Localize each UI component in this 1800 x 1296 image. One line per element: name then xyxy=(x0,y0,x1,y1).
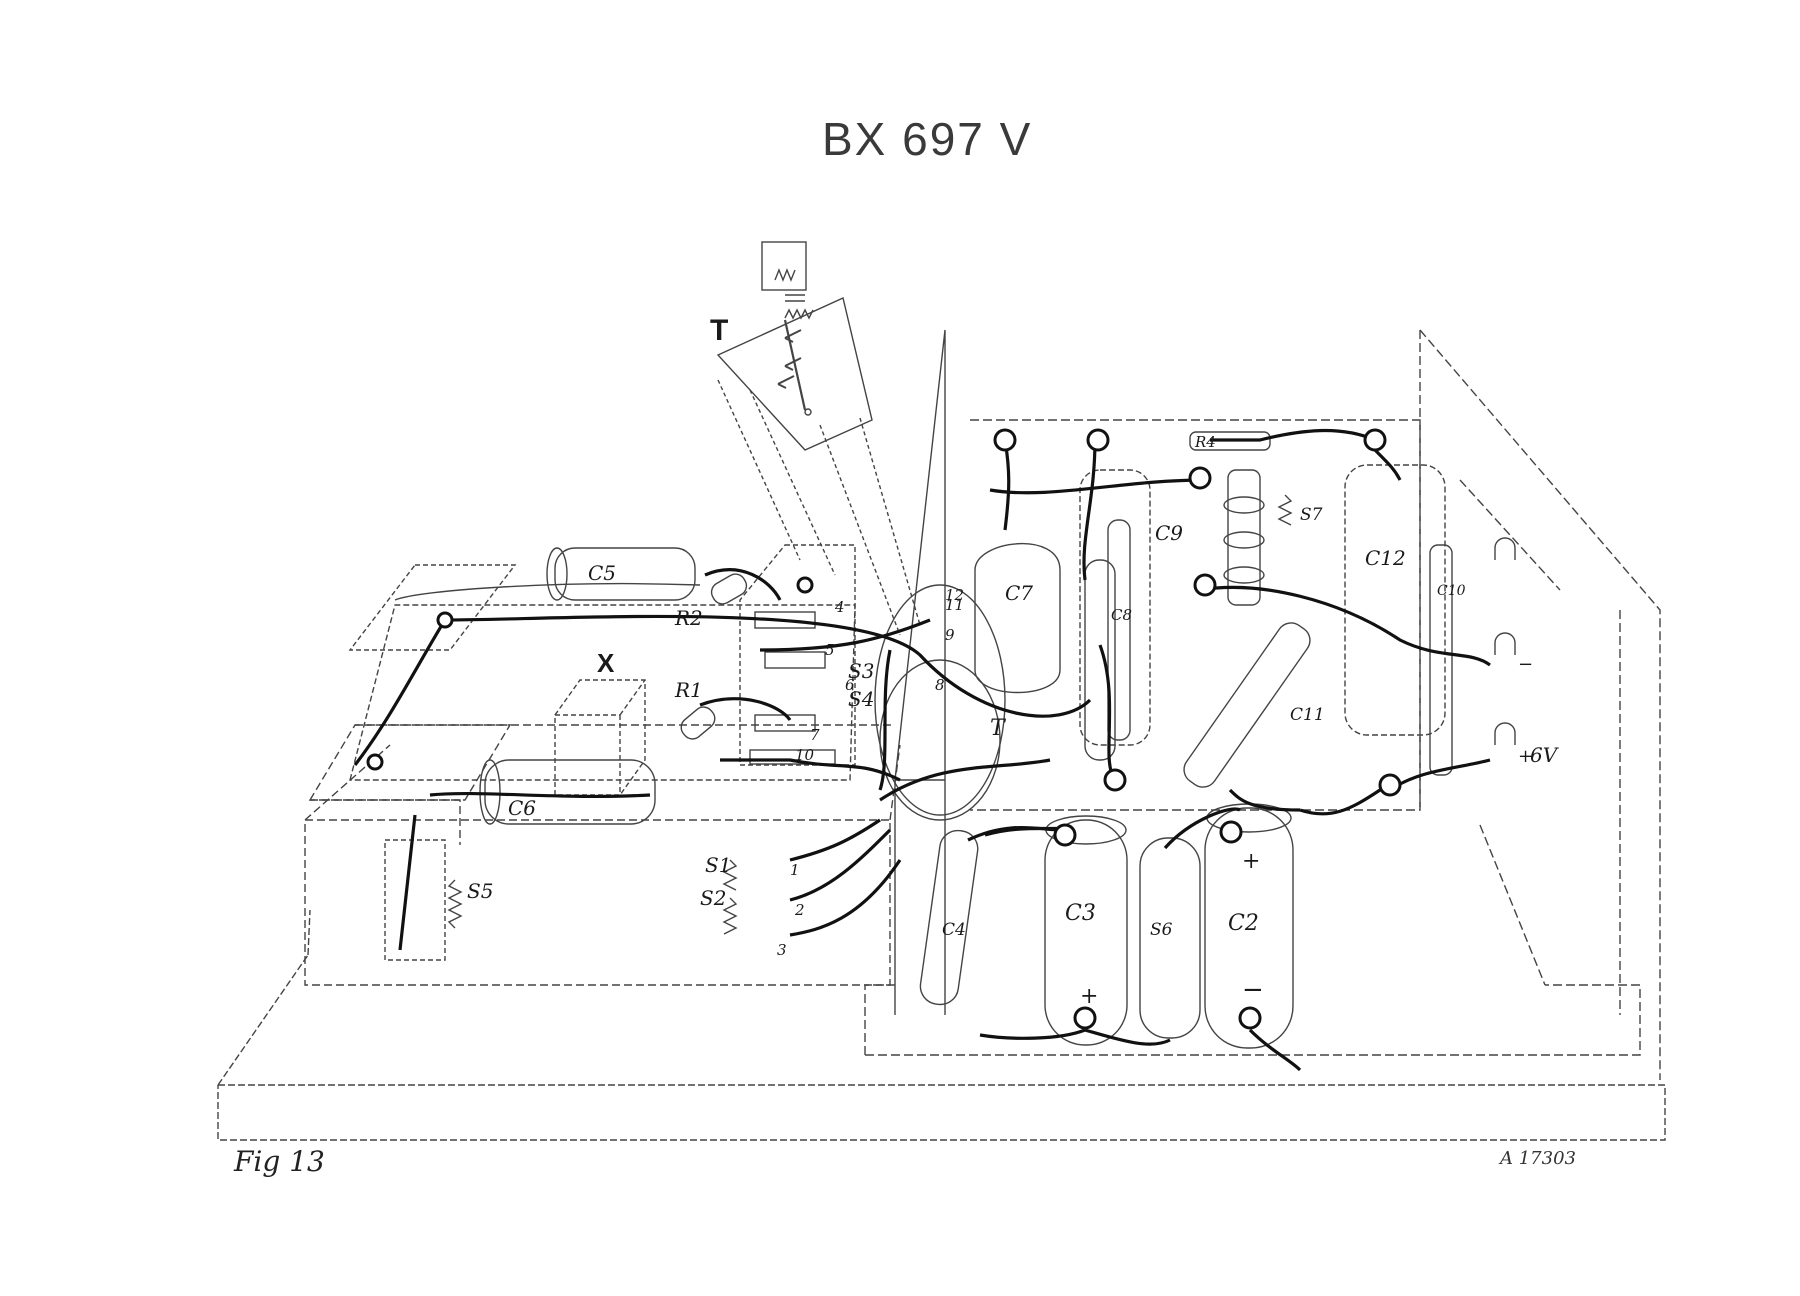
label-s5: S5 xyxy=(467,879,493,903)
terminal-number: 4 xyxy=(834,598,845,616)
terminal-number: 6 xyxy=(845,676,855,694)
label-c2: C2 xyxy=(1228,911,1259,936)
terminal-number: 5 xyxy=(825,641,835,659)
terminal-number: 2 xyxy=(794,901,805,919)
label-s1: S1 xyxy=(705,853,731,877)
terminal-number: 3 xyxy=(777,941,787,959)
label-c8: C8 xyxy=(1111,606,1132,624)
capacitor-c4 xyxy=(919,829,979,1006)
capacitor-c11 xyxy=(1183,622,1311,788)
capacitor-c8 xyxy=(1084,519,1131,761)
base-platform xyxy=(217,909,1666,1141)
label-s2: S2 xyxy=(700,886,726,910)
terminal-number: 10 xyxy=(795,746,815,764)
resistor-r4 xyxy=(1189,431,1271,451)
coil-s1-s2 xyxy=(722,859,738,935)
coil-s5 xyxy=(384,839,463,961)
component-t-round xyxy=(874,584,1006,821)
label-voltage: 6V xyxy=(1530,743,1560,767)
label-x: X xyxy=(597,648,615,678)
label-c4: C4 xyxy=(942,920,966,940)
capacitor-c10 xyxy=(1429,544,1453,776)
capacitor-c7 xyxy=(974,542,1061,694)
terminal-points xyxy=(366,428,1402,1030)
label-c6: C6 xyxy=(508,796,536,820)
label-s6: S6 xyxy=(1150,920,1173,940)
relay-x-box xyxy=(554,679,646,796)
terminal-number: 7 xyxy=(810,726,820,744)
capacitor-s6 xyxy=(1139,837,1201,1039)
label-c11: C11 xyxy=(1290,705,1325,725)
label-c5: C5 xyxy=(588,561,616,585)
label-c9: C9 xyxy=(1155,521,1183,545)
label-r2: R2 xyxy=(674,606,703,630)
label-t-switch: T xyxy=(710,314,728,347)
terminal-number: 12 xyxy=(945,586,964,604)
terminal-number: 9 xyxy=(945,626,955,644)
label-r4: R4 xyxy=(1194,433,1216,451)
terminal-number: 11 xyxy=(945,596,964,614)
coil-s7 xyxy=(1223,469,1293,606)
label-plus-c2: + xyxy=(1242,849,1260,874)
label-s3: S3 xyxy=(848,659,874,683)
figure-label: Fig 13 xyxy=(234,1145,325,1178)
label-s7: S7 xyxy=(1300,505,1323,525)
capacitor-c12 xyxy=(1344,464,1446,736)
label-r1: R1 xyxy=(674,678,703,702)
terminal-number: 1 xyxy=(790,861,800,879)
capacitor-c5 xyxy=(546,547,696,601)
resistor-r2 xyxy=(710,573,748,605)
label-plus-socket: + xyxy=(1518,746,1533,767)
resistor-r1 xyxy=(680,706,716,740)
label-s4: S4 xyxy=(848,687,874,711)
label-minus-socket: − xyxy=(1518,654,1533,675)
page-title: BX 697 V xyxy=(822,113,1033,165)
label-plus-c3: + xyxy=(1080,984,1098,1009)
terminal-number: 8 xyxy=(935,676,945,694)
switch-t-assembly xyxy=(716,241,921,636)
label-c12: C12 xyxy=(1365,546,1406,570)
reference-code: A 17303 xyxy=(1500,1148,1576,1169)
label-minus-c2: − xyxy=(1242,975,1264,1005)
capacitor-c9 xyxy=(1079,469,1151,746)
label-c3: C3 xyxy=(1065,901,1096,926)
label-c10: C10 xyxy=(1437,583,1466,599)
capacitor-c6 xyxy=(479,759,656,825)
right-chassis xyxy=(864,329,1661,1080)
output-sockets xyxy=(1494,537,1516,745)
label-t-inner: T xyxy=(990,716,1007,741)
label-c7: C7 xyxy=(1005,581,1033,605)
